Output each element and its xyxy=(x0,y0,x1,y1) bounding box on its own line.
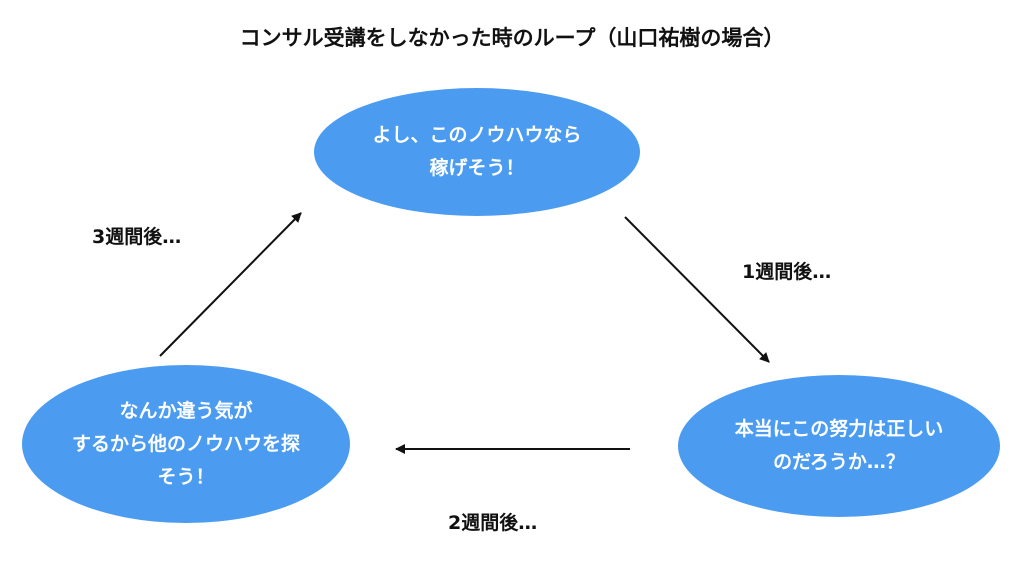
node-switch-method-text: なんか違う気が するから他のノウハウを探 そう！ xyxy=(71,399,300,488)
node-confident: よし、このノウハウなら 稼げそう！ xyxy=(314,88,640,216)
arrow-top-to-right xyxy=(624,216,770,363)
node-doubt: 本当にこの努力は正しい のだろうか…？ xyxy=(678,375,1000,517)
edge-label-right-to-left: 2週間後… xyxy=(448,512,538,534)
edge-label-left-to-top: 3週間後… xyxy=(92,226,182,248)
arrow-left-to-top xyxy=(159,212,302,357)
node-confident-text: よし、このノウハウなら 稼げそう！ xyxy=(372,124,582,179)
edge-label-top-to-right: 1週間後… xyxy=(742,261,832,283)
node-doubt-text: 本当にこの努力は正しい のだろうか…？ xyxy=(734,418,944,473)
node-switch-method: なんか違う気が するから他のノウハウを探 そう！ xyxy=(22,365,350,523)
diagram-title: コンサル受講をしなかった時のループ（山口祐樹の場合） xyxy=(239,26,785,50)
